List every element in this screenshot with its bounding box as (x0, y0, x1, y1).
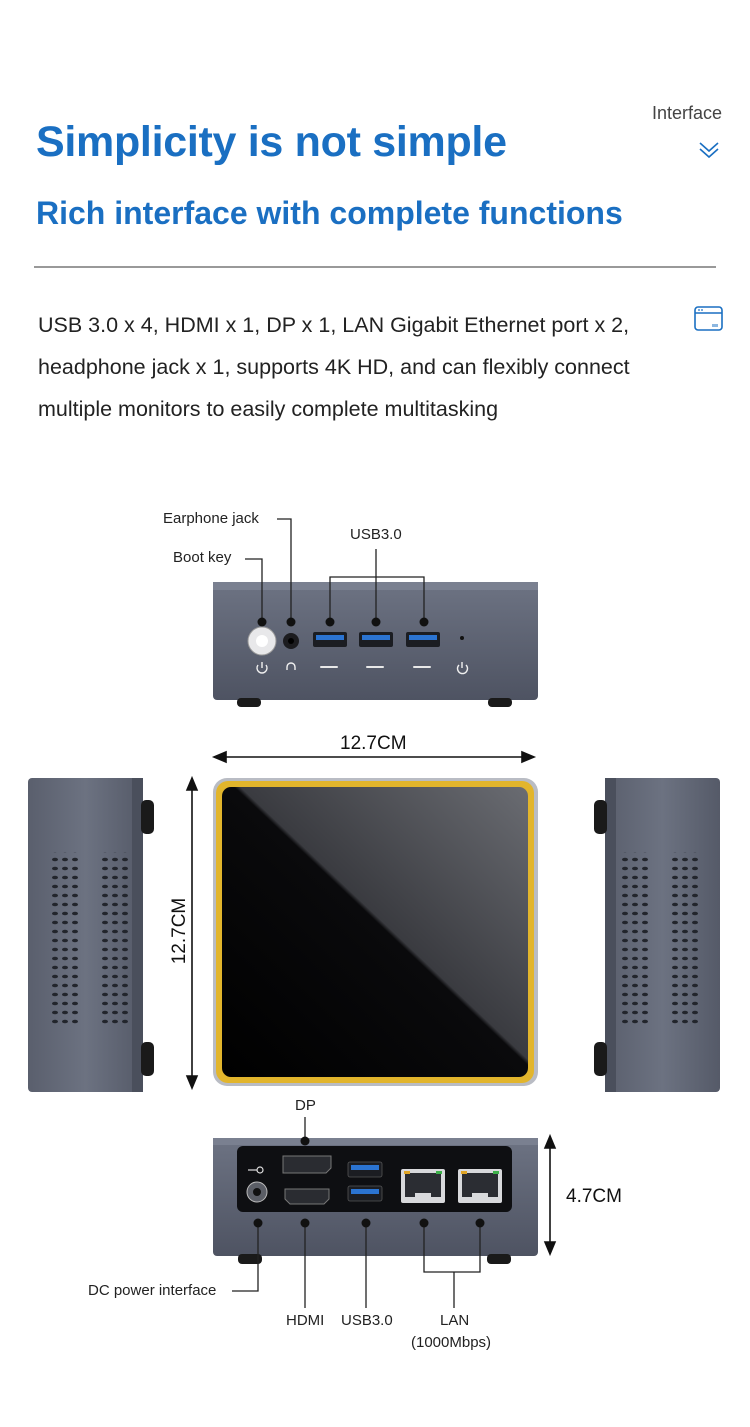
label-dp: DP (295, 1097, 316, 1114)
rear-view (213, 1117, 557, 1308)
label-lan: LAN (440, 1312, 470, 1329)
interface-description: USB 3.0 x 4, HDMI x 1, DP x 1, LAN Gigab… (38, 313, 630, 421)
chevron-down-double-icon[interactable] (697, 138, 721, 162)
label-boot-key: Boot key (173, 549, 232, 566)
dimension-depth: 12.7CM (169, 897, 190, 965)
front-view (213, 518, 538, 707)
section-tag: Interface (651, 103, 722, 123)
dimension-height: 4.7CM (566, 1186, 622, 1207)
right-side-view (594, 778, 720, 1092)
label-earphone-jack: Earphone jack (163, 510, 259, 527)
window-icon (694, 306, 723, 331)
label-hdmi: HDMI (286, 1312, 325, 1329)
divider (34, 266, 716, 268)
label-lan-speed: (1000Mbps) (411, 1334, 492, 1351)
rj45-icon (401, 1169, 502, 1203)
dimension-width: 12.7CM (340, 733, 407, 754)
top-view (185, 750, 538, 1091)
label-dc-power: DC power interface (88, 1282, 217, 1299)
label-usb-front: USB3.0 (350, 526, 402, 543)
label-usb-rear: USB3.0 (341, 1312, 393, 1329)
page-subtitle: Rich interface with complete functions (36, 195, 623, 231)
page-title: Simplicity is not simple (36, 118, 507, 166)
left-side-view (28, 778, 154, 1092)
